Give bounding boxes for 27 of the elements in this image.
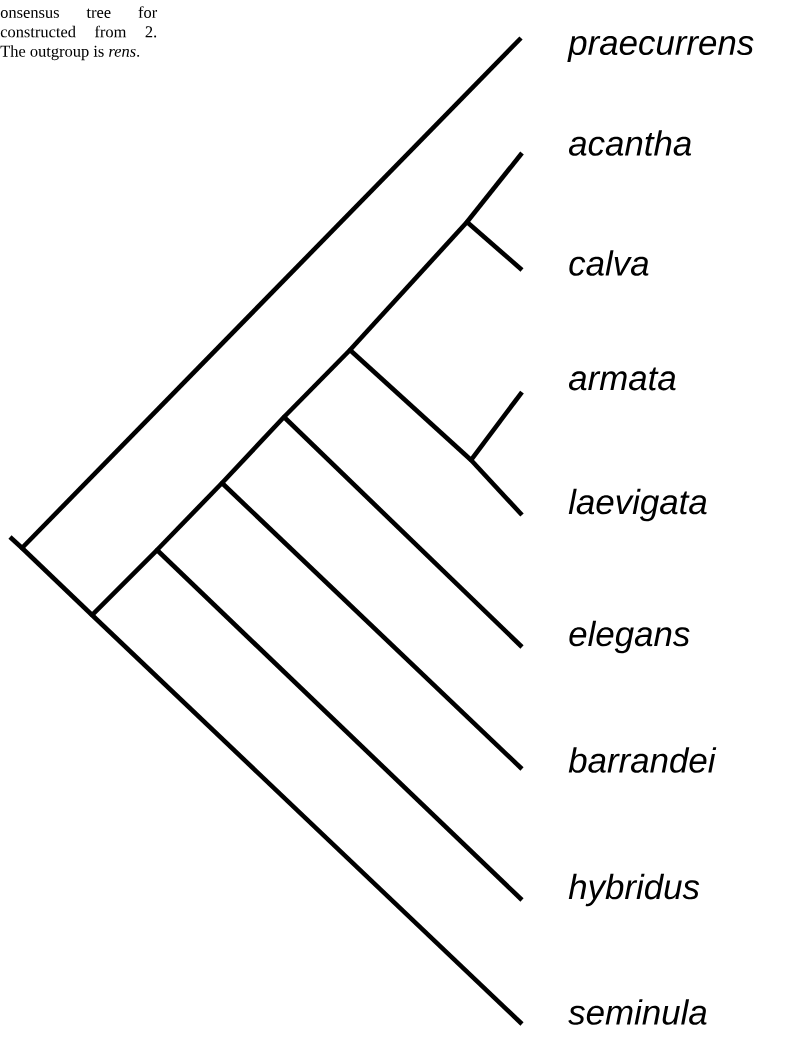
tree-branch [20, 546, 94, 617]
taxon-label: acantha [569, 130, 692, 156]
tree-branch [282, 415, 524, 649]
tree-branch [348, 348, 473, 462]
taxon-label: elegans [569, 620, 690, 654]
tree-branch [469, 458, 524, 517]
root-stub [8, 535, 24, 550]
tree-branch [469, 390, 524, 462]
tree-branch [20, 36, 523, 550]
taxon-label: praecurrens [567, 36, 754, 62]
taxon-label: barrandei [568, 747, 717, 773]
taxon-label: armata [569, 367, 676, 391]
taxon-label: laevigata [568, 488, 707, 522]
caption: onsensus tree for constructed from 2. The outgroup is rens. [0, 6, 158, 61]
tree-branch [220, 415, 286, 485]
tree-branch [348, 220, 469, 352]
tree-branch [465, 151, 524, 224]
tree-branch [90, 548, 159, 617]
tree-branch [90, 613, 524, 1026]
taxon-label: seminula [568, 999, 707, 1025]
tree-branch [155, 548, 524, 902]
taxon-label: hybridus [568, 873, 700, 907]
tree-branch [220, 481, 524, 771]
tree-branch [282, 348, 352, 419]
tree-branch [155, 481, 224, 552]
taxon-label: calva [569, 250, 649, 276]
tree-branch [465, 220, 524, 272]
